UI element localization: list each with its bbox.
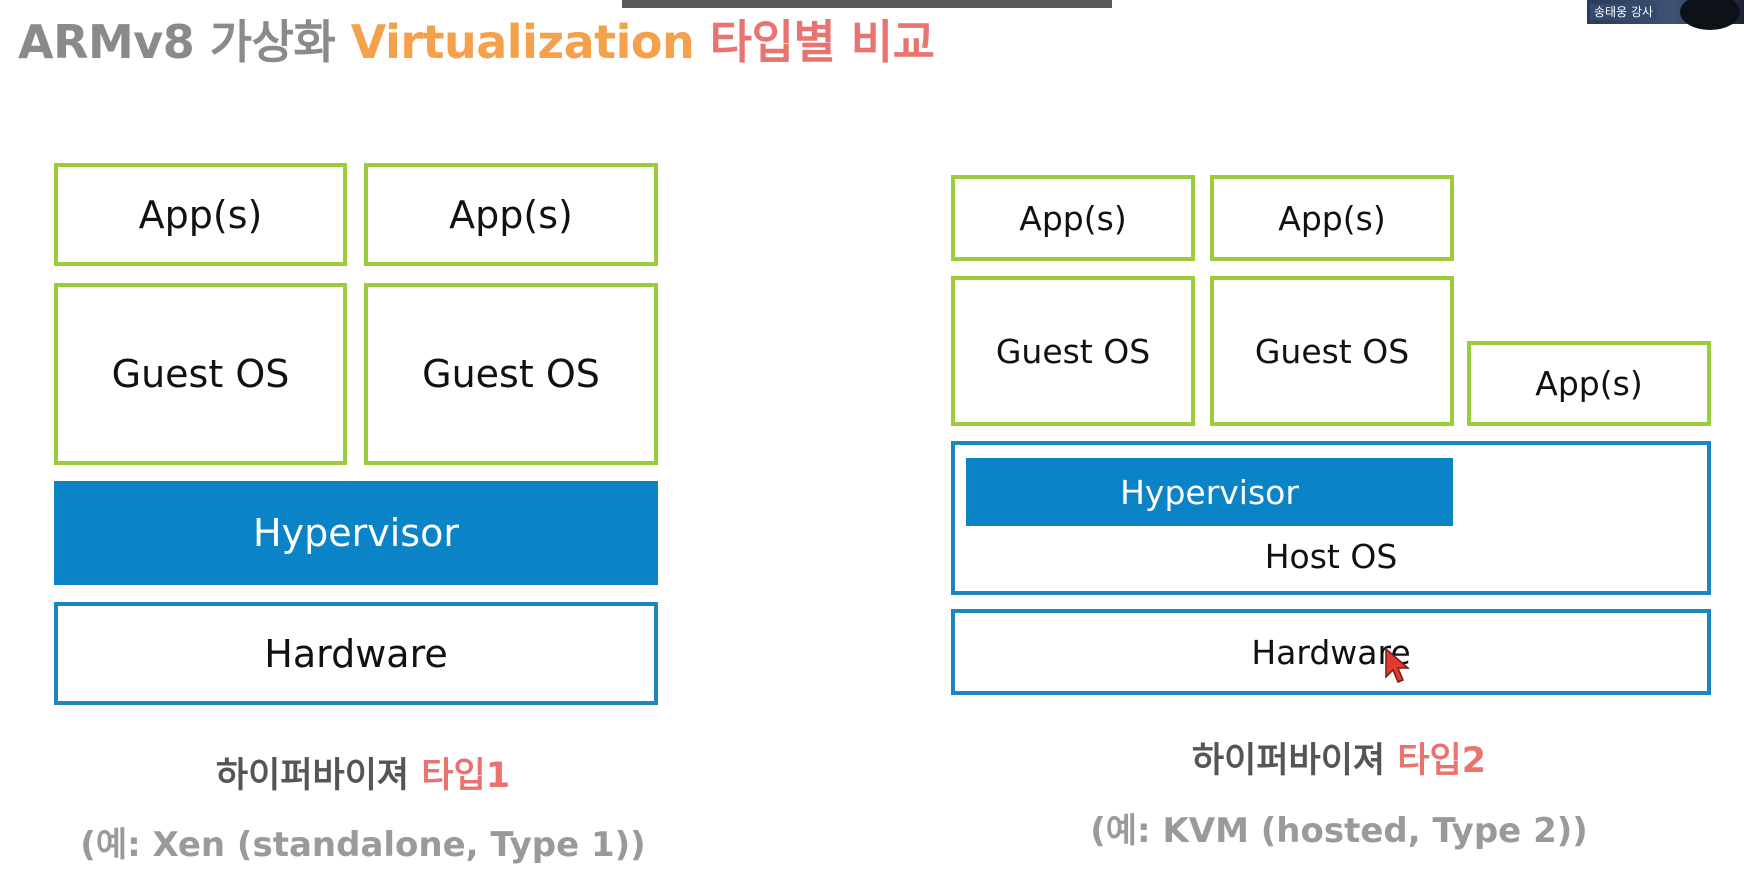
title-part1: ARMv8 가상화 [18, 15, 336, 69]
title-part2: Virtualization [350, 15, 695, 69]
type2-hardware: Hardware [951, 609, 1711, 695]
type2-host-app: App(s) [1467, 341, 1711, 426]
type2-app-mid: App(s) [1210, 175, 1454, 261]
type2-guest-os-left: Guest OS [951, 276, 1195, 426]
type1-app-left: App(s) [54, 163, 347, 266]
type1-hardware: Hardware [54, 602, 658, 705]
mouse-cursor-icon [1385, 647, 1411, 683]
top-bar [622, 0, 1112, 8]
type2-example: (예: KVM (hosted, Type 2)) [1090, 811, 1588, 851]
webcam-presenter [1680, 0, 1740, 30]
type1-caption-type: 타입1 [421, 756, 511, 796]
type1-hypervisor: Hypervisor [54, 481, 658, 585]
type2-caption-prefix: 하이퍼바이져 [1191, 741, 1386, 781]
type2-guest-os-mid: Guest OS [1210, 276, 1454, 426]
type2-caption-type: 타입2 [1397, 741, 1487, 781]
type2-hypervisor: Hypervisor [966, 458, 1453, 526]
type1-caption: 하이퍼바이져 타입1 [216, 747, 510, 798]
slide-title: ARMv8 가상화 Virtualization 타입별 비교 [18, 10, 935, 74]
type1-caption-prefix: 하이퍼바이져 [215, 756, 410, 796]
type2-caption: 하이퍼바이져 타입2 [1192, 732, 1486, 783]
type2-host-os-label: Host OS [1264, 537, 1398, 576]
type2-app-left: App(s) [951, 175, 1195, 261]
type1-app-right: App(s) [364, 163, 658, 266]
type1-example: (예: Xen (standalone, Type 1)) [80, 825, 646, 865]
type1-guest-os-left: Guest OS [54, 283, 347, 465]
title-part3: 타입별 비교 [709, 15, 935, 69]
type1-guest-os-right: Guest OS [364, 283, 658, 465]
webcam-label: 송태웅 강사 [1590, 4, 1658, 20]
